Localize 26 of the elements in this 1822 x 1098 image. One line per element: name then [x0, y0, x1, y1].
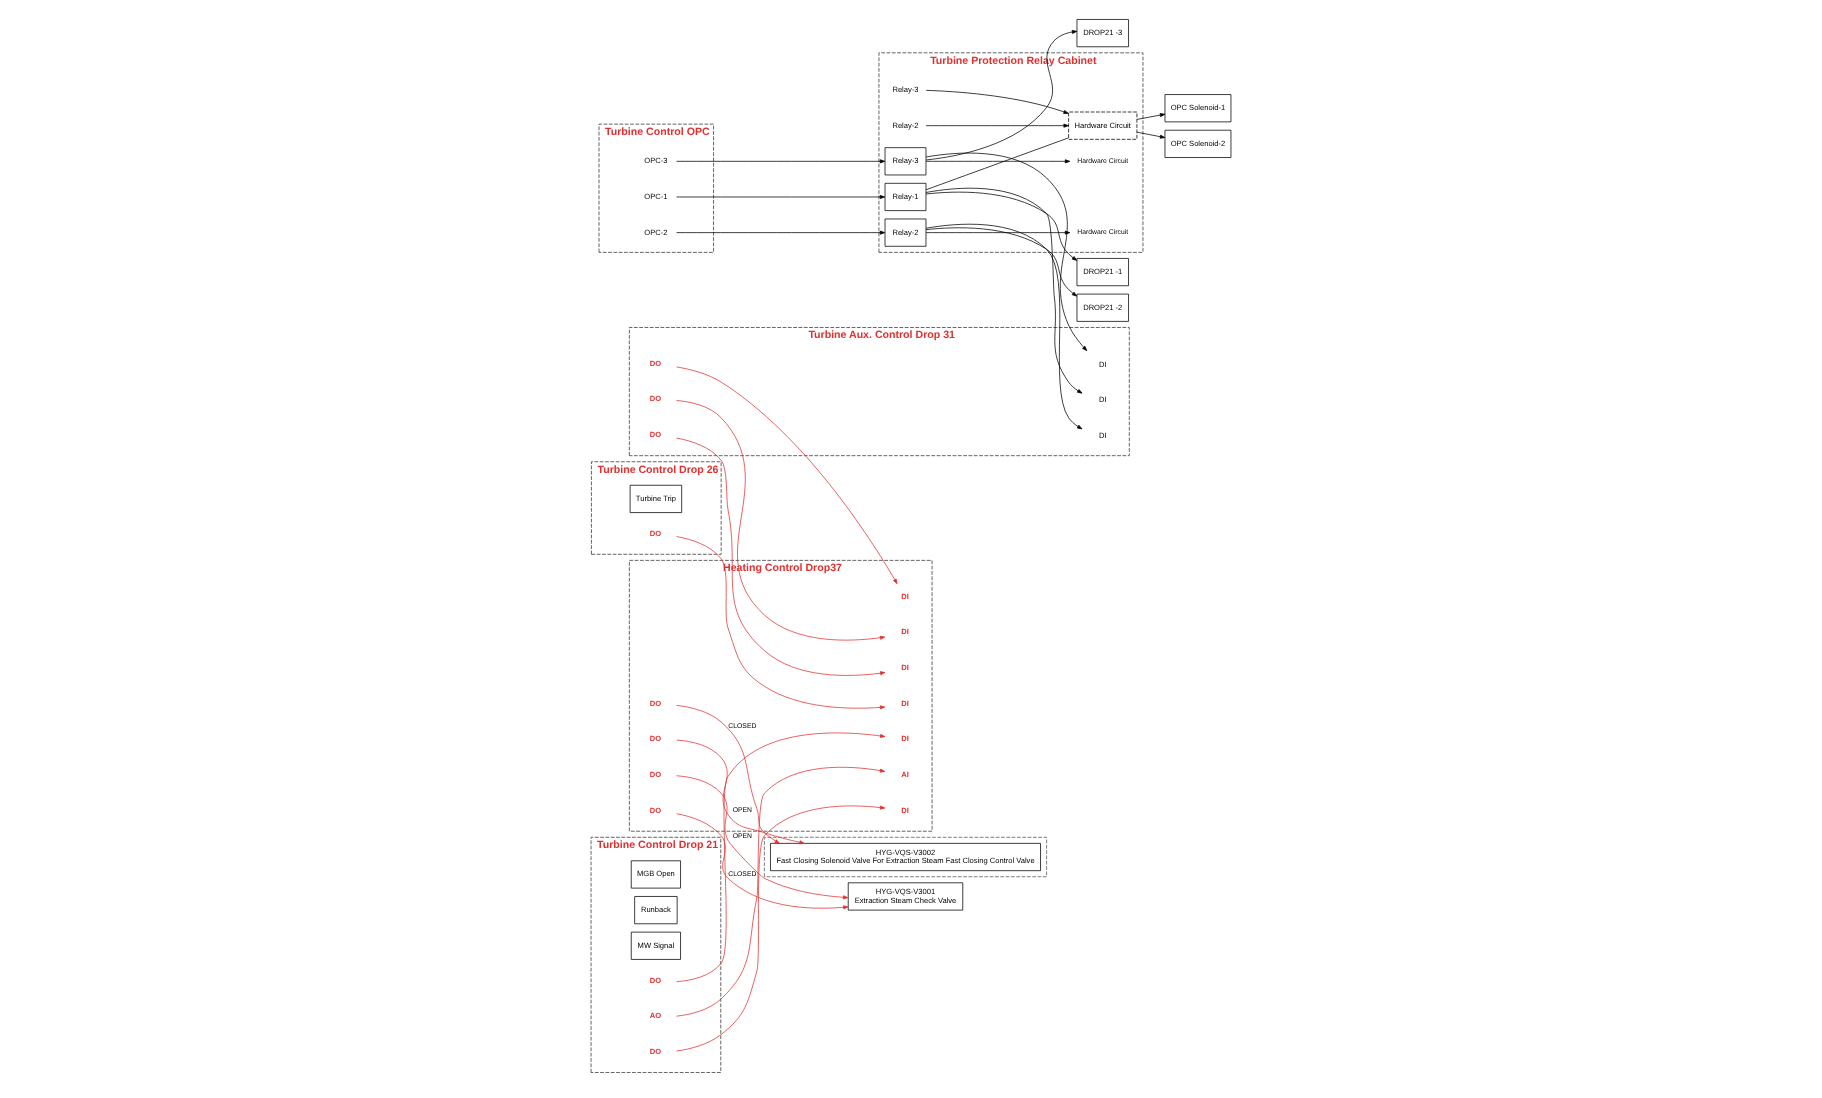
arrow: [676, 400, 886, 641]
arrow: [676, 230, 886, 235]
arrow: [676, 366, 898, 585]
connector: [925, 137, 1069, 191]
arrow: [676, 775, 849, 900]
arrow: [925, 230, 1071, 235]
arrow: [925, 227, 1078, 297]
arrow: [676, 705, 780, 844]
arrow: [676, 805, 886, 1052]
arrow: [676, 195, 886, 199]
arrow: [676, 813, 849, 910]
arrow: [1136, 113, 1166, 120]
arrow: [925, 89, 1069, 114]
arrow: [925, 187, 1083, 394]
arrow: [676, 766, 886, 1017]
arrow: [925, 152, 1088, 352]
arrow: [676, 159, 886, 164]
arrow: [925, 159, 1071, 164]
arrow: [676, 437, 886, 676]
arrow: [925, 30, 1078, 161]
arrow: [925, 223, 1083, 430]
arrow: [676, 739, 805, 845]
arrow: [1136, 131, 1166, 139]
arrow: [925, 123, 1069, 128]
arrow: [676, 732, 886, 982]
arrow: [925, 191, 1078, 261]
